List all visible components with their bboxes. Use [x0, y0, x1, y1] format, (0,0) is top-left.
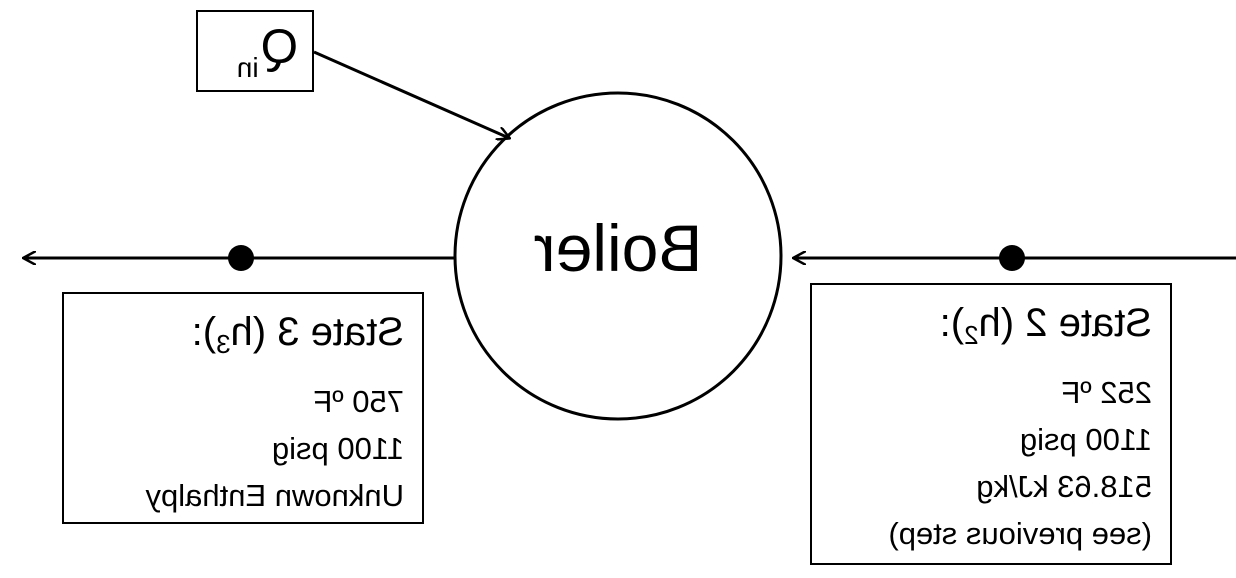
state2-temperature: 252 ºF: [1061, 375, 1152, 410]
heat-in-box: Qin: [196, 10, 314, 92]
state3-point: [228, 245, 254, 271]
state2-note: (see previous step): [888, 516, 1152, 551]
state2-point: [999, 245, 1025, 271]
state3-box: State 3 (h3): 750 ºF 1100 psig Unknown E…: [62, 292, 424, 524]
heat-in-label: Qin: [236, 21, 298, 83]
state2-pressure: 1100 psig: [1019, 422, 1152, 457]
boiler-circle: [453, 91, 783, 421]
state3-temperature: 750 ºF: [313, 384, 404, 419]
state2-box: State 2 (h2): 252 ºF 1100 psig 518.63 kJ…: [810, 283, 1172, 565]
state2-enthalpy: 518.63 kJ/kg: [976, 469, 1152, 504]
state3-enthalpy: Unknown Enthalpy: [145, 478, 405, 513]
heat-in-arrow: [313, 50, 509, 138]
state3-title: State 3 (h3):: [191, 310, 404, 359]
boiler-label: Boiler: [533, 211, 703, 285]
state2-title: State 2 (h2):: [939, 301, 1152, 350]
state3-pressure: 1100 psig: [271, 431, 404, 466]
